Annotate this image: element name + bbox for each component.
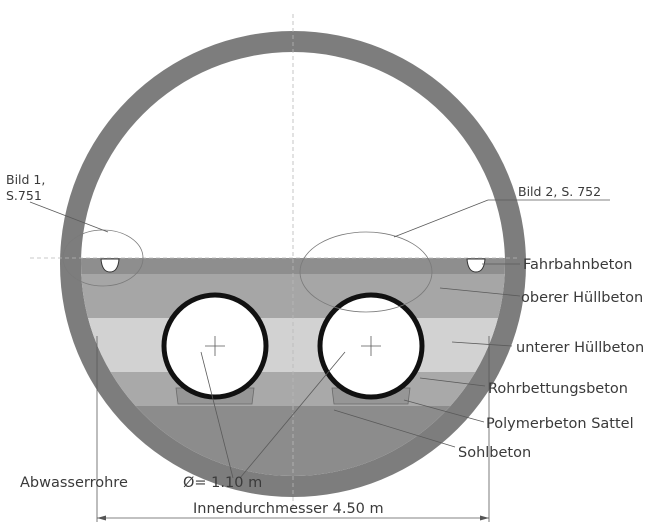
detail-ellipse-bild2 bbox=[299, 231, 433, 313]
label-rohrbettungsbeton: Rohrbettungsbeton bbox=[488, 381, 628, 397]
label-oberer-huellbeton: oberer Hüllbeton bbox=[521, 290, 643, 306]
label-bild1-line2: S.751 bbox=[6, 188, 42, 203]
label-bild2: Bild 2, S. 752 bbox=[518, 184, 601, 199]
fahrbahnbeton-layer bbox=[81, 258, 505, 274]
label-bild1-line1: Bild 1, bbox=[6, 172, 45, 187]
gutter-left bbox=[100, 258, 120, 273]
unterer-huellbeton-layer bbox=[81, 318, 505, 372]
pipe-center-mark-right bbox=[361, 336, 381, 356]
label-unterer-huellbeton: unterer Hüllbeton bbox=[516, 340, 644, 356]
label-abwasserrohre: Abwasserrohre bbox=[20, 475, 128, 491]
label-innendurchmesser: Innendurchmesser 4.50 m bbox=[193, 501, 384, 517]
label-polymerbeton-sattel: Polymerbeton Sattel bbox=[486, 416, 634, 432]
innendurchmesser-dimension bbox=[96, 336, 490, 522]
label-fahrbahnbeton: Fahrbahnbeton bbox=[523, 257, 632, 273]
label-sohlbeton: Sohlbeton bbox=[458, 445, 531, 461]
label-pipe-diameter: Ø= 1.10 m bbox=[183, 475, 262, 491]
oberer-huellbeton-layer bbox=[81, 274, 505, 318]
gutter-right bbox=[466, 258, 486, 273]
leader-lines bbox=[29, 199, 610, 479]
pipe-center-mark-left bbox=[205, 336, 225, 356]
